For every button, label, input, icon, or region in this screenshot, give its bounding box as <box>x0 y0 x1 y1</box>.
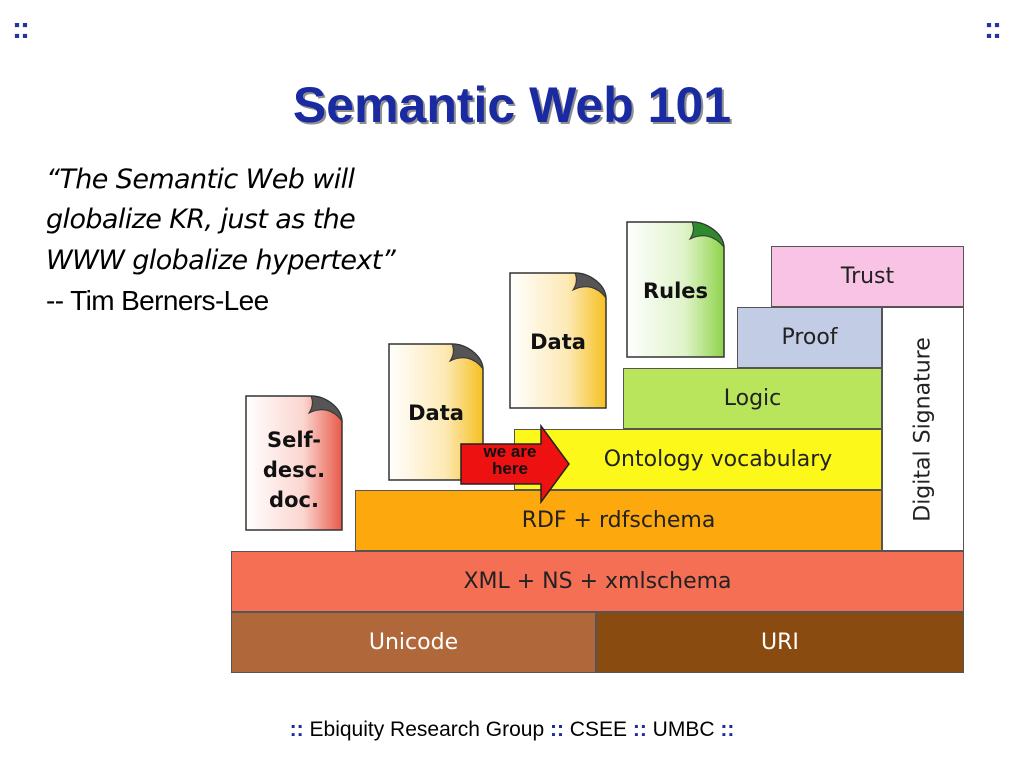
doc-label: Rules <box>642 279 709 303</box>
document-shape-icon <box>626 221 725 358</box>
footer-separator: :: <box>289 718 304 741</box>
layer-xml-ns-xmlschema: XML + NS + xmlschema <box>231 551 964 612</box>
document-shape-icon <box>509 272 607 409</box>
data-document-2: Data <box>509 272 607 409</box>
we-are-here-arrow: we are here <box>459 423 571 505</box>
footer: :: Ebiquity Research Group :: CSEE :: UM… <box>0 718 1024 742</box>
footer-separator: :: <box>720 718 735 741</box>
layer-rdf-rdfschema: RDF + rdfschema <box>355 490 882 551</box>
arrow-label-line2: here <box>492 459 528 478</box>
layer-proof: Proof <box>737 307 882 368</box>
document-shape-icon <box>245 395 343 531</box>
corner-mark-right: :: <box>984 12 1002 45</box>
document-shape-icon <box>388 343 484 481</box>
layer-trust: Trust <box>771 246 964 307</box>
slide-title: Semantic Web 101 <box>292 77 732 133</box>
quote-text: “The Semantic Web will globalize KR, jus… <box>46 164 396 276</box>
data-document-1: Data <box>388 343 484 481</box>
right-arrow-icon <box>460 423 570 505</box>
footer-dept: CSEE <box>563 718 633 741</box>
arrow-label-line1: we are <box>483 442 537 461</box>
layer-digital-signature: Digital Signature <box>882 307 964 551</box>
doc-label-line1: Self- <box>266 428 322 452</box>
doc-label-line3: doc. <box>269 488 319 512</box>
layer-uri: URI <box>596 612 964 673</box>
doc-label-line2: desc. <box>262 458 326 482</box>
footer-separator: :: <box>549 718 564 741</box>
doc-label: Data <box>530 330 586 354</box>
footer-separator: :: <box>632 718 647 741</box>
corner-mark-left: :: <box>12 12 30 45</box>
quote: “The Semantic Web will globalize KR, jus… <box>46 160 406 322</box>
layer-logic: Logic <box>623 368 882 429</box>
layer-digital-signature-label: Digital Signature <box>910 336 936 522</box>
self-describing-document: Self- desc. doc. <box>245 395 343 531</box>
quote-attribution: -- Tim Berners-Lee <box>46 285 269 316</box>
footer-group: Ebiquity Research Group <box>303 718 550 741</box>
rules-document: Rules <box>626 221 725 358</box>
footer-univ: UMBC <box>646 718 721 741</box>
layer-ontology-vocabulary: Ontology vocabulary <box>514 429 882 490</box>
doc-label: Data <box>408 401 464 425</box>
layer-unicode: Unicode <box>231 612 596 673</box>
